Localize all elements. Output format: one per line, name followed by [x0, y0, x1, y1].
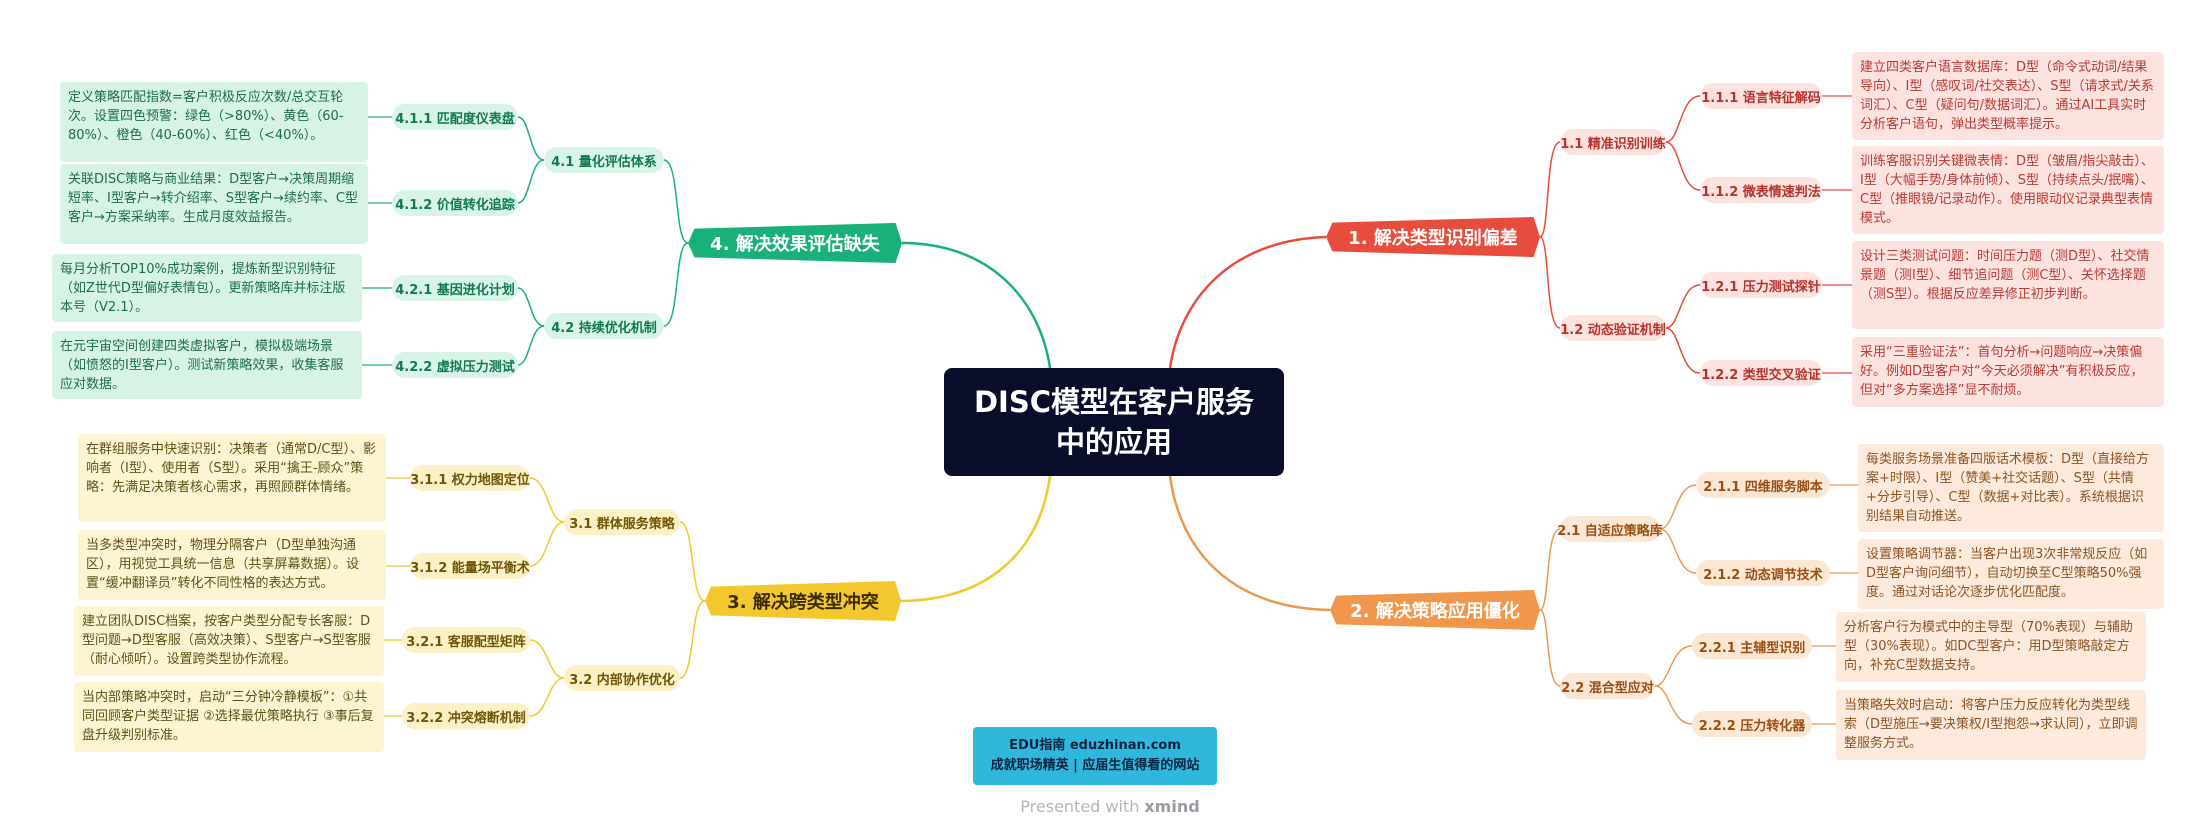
- topic-2-2-2[interactable]: 2.2.2 压力转化器: [1692, 711, 1812, 737]
- topic-2-2-1[interactable]: 2.2.1 主辅型识别: [1692, 633, 1812, 659]
- central-topic-line2: 中的应用: [1055, 425, 1172, 459]
- topic-4-2-1[interactable]: 4.2.1 基因进化计划: [392, 275, 518, 301]
- footer-prefix: Presented with: [1020, 796, 1140, 816]
- note-4-2-2: 在元宇宙空间创建四类虚拟客户，模拟极端场景（如愤怒的I型客户）。测试新策略效果，…: [52, 331, 362, 399]
- subtopic-1-2[interactable]: 1.2 动态验证机制: [1560, 315, 1666, 341]
- central-topic-line1: DISC模型在客户服务: [973, 385, 1255, 419]
- topic-2-1-2[interactable]: 2.1.2 动态调节技术: [1696, 560, 1830, 586]
- topic-1-1-2[interactable]: 1.1.2 微表情速判法: [1700, 177, 1822, 203]
- note-1-2-1: 设计三类测试问题：时间压力题（测D型）、社交情景题（测I型）、细节追问题（测C型…: [1852, 241, 2164, 329]
- note-1-2-2: 采用“三重验证法”：首句分析→问题响应→决策偏好。例如D型客户对“今天必须解决”…: [1852, 337, 2164, 407]
- xmind-logo: xmind: [1144, 796, 1200, 816]
- topic-3-2-2[interactable]: 3.2.2 冲突熔断机制: [402, 703, 530, 729]
- subtopic-2-1[interactable]: 2.1 自适应策略库: [1557, 516, 1663, 542]
- note-1-1-2: 训练客服识别关键微表情：D型（皱眉/指尖敲击）、I型（大幅手势/身体前倾）、S型…: [1852, 146, 2164, 234]
- note-3-1-2: 当多类型冲突时，物理分隔客户（D型单独沟通区），用视觉工具统一信息（共享屏幕数据…: [78, 530, 386, 600]
- topic-4-2-2[interactable]: 4.2.2 虚拟压力测试: [392, 352, 518, 378]
- note-2-2-2: 当策略失效时启动：将客户压力反应转化为类型线索（D型施压→要决策权/I型抱怨→求…: [1836, 690, 2146, 760]
- main-topic-1[interactable]: 1. 解决类型识别偏差: [1326, 217, 1540, 257]
- note-2-1-2: 设置策略调节器：当客户出现3次非常规反应（如D型客户询问细节），自动切换至C型策…: [1858, 539, 2164, 609]
- note-3-2-2: 当内部策略冲突时，启动“三分钟冷静模板”：①共同回顾客户类型证据 ②选择最优策略…: [74, 682, 384, 752]
- topic-1-2-2[interactable]: 1.2.2 类型交叉验证: [1700, 360, 1822, 386]
- topic-1-2-1[interactable]: 1.2.1 压力测试探针: [1700, 272, 1822, 298]
- brand-line2: 成就职场精英 | 应届生值得看的网站: [990, 758, 1200, 773]
- subtopic-2-2[interactable]: 2.2 混合型应对: [1560, 673, 1655, 699]
- connector-root-b3: [900, 475, 1052, 603]
- topic-3-2-1[interactable]: 3.2.1 客服配型矩阵: [402, 627, 530, 653]
- note-4-2-1: 每月分析TOP10%成功案例，提炼新型识别特征（如Z世代D型偏好表情包）。更新策…: [52, 254, 362, 322]
- topic-2-1-1[interactable]: 2.1.1 四维服务脚本: [1696, 472, 1830, 498]
- note-2-1-1: 每类服务场景准备四版话术模板：D型（直接给方案+时限）、I型（赞美+社交话题）、…: [1858, 444, 2164, 532]
- note-4-1-1: 定义策略匹配指数=客户积极反应次数/总交互轮次。设置四色预警：绿色（>80%）、…: [60, 82, 368, 162]
- central-topic[interactable]: DISC模型在客户服务 中的应用: [944, 368, 1284, 476]
- subtopic-3-1[interactable]: 3.1 群体服务策略: [564, 509, 680, 535]
- topic-4-1-2[interactable]: 4.1.2 价值转化追踪: [392, 190, 518, 216]
- note-4-1-2: 关联DISC策略与商业结果：D型客户→决策周期缩短率、I型客户→转介绍率、S型客…: [60, 164, 368, 244]
- note-3-1-1: 在群组服务中快速识别：决策者（通常D/C型）、影响者（I型）、使用者（S型）。采…: [78, 434, 386, 522]
- topic-1-1-1[interactable]: 1.1.1 语言特征解码: [1700, 83, 1822, 109]
- main-topic-4[interactable]: 4. 解决效果评估缺失: [688, 223, 902, 263]
- brand-box[interactable]: EDU指南 eduzhinan.com 成就职场精英 | 应届生值得看的网站: [973, 727, 1217, 785]
- note-3-2-1: 建立团队DISC档案，按客户类型分配专长客服：D型问题→D型客服（高效决策）、S…: [74, 606, 384, 676]
- note-1-1-1: 建立四类客户语言数据库：D型（命令式动词/结果导向）、I型（感叹词/社交表达）、…: [1852, 52, 2164, 140]
- topic-4-1-1[interactable]: 4.1.1 匹配度仪表盘: [392, 104, 518, 130]
- subtopic-1-1[interactable]: 1.1 精准识别训练: [1560, 129, 1666, 155]
- subtopic-4-2[interactable]: 4.2 持续优化机制: [544, 313, 664, 339]
- note-2-2-1: 分析客户行为模式中的主导型（70%表现）与辅助型（30%表现）。如DC型客户：用…: [1836, 612, 2146, 682]
- brand-line1: EDU指南 eduzhinan.com: [1009, 738, 1181, 753]
- subtopic-4-1[interactable]: 4.1 量化评估体系: [544, 147, 664, 173]
- footer-credit[interactable]: Presented with xmind: [960, 794, 1260, 818]
- topic-3-1-2[interactable]: 3.1.2 能量场平衡术: [410, 553, 530, 579]
- connector-root-b1: [1168, 235, 1327, 369]
- main-topic-2[interactable]: 2. 解决策略应用僵化: [1330, 590, 1540, 630]
- subtopic-3-2[interactable]: 3.2 内部协作优化: [564, 665, 680, 691]
- connector-root-b2: [1168, 475, 1331, 612]
- main-topic-3[interactable]: 3. 解决跨类型冲突: [705, 581, 901, 621]
- topic-3-1-1[interactable]: 3.1.1 权力地图定位: [410, 465, 530, 491]
- connector-root-b4: [901, 241, 1052, 369]
